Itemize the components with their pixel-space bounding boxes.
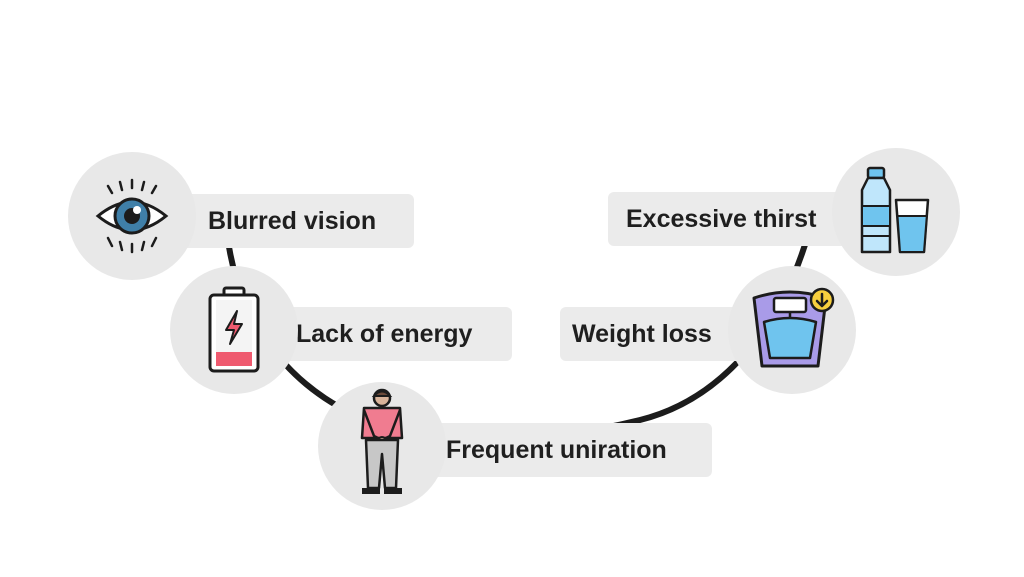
person-urgency-icon — [360, 388, 404, 494]
low-battery-icon — [208, 286, 260, 373]
symptom-text: Frequent uniration — [446, 435, 667, 464]
symptom-label-weight-loss: Weight loss — [560, 307, 760, 361]
symptom-label-frequent-uniration: Frequent uniration — [418, 423, 712, 477]
symptom-text: Excessive thirst — [626, 204, 817, 233]
eye-icon — [95, 178, 169, 254]
symptom-label-excessive-thirst: Excessive thirst — [608, 192, 854, 246]
symptom-text: Weight loss — [572, 319, 712, 348]
symptom-text: Blurred vision — [208, 206, 377, 235]
water-bottle-glass-icon — [860, 166, 930, 254]
symptom-label-blurred-vision: Blurred vision — [178, 194, 414, 248]
symptom-label-lack-of-energy: Lack of energy — [268, 307, 512, 361]
weight-scale-icon — [752, 287, 835, 368]
symptom-text: Lack of energy — [296, 319, 473, 348]
